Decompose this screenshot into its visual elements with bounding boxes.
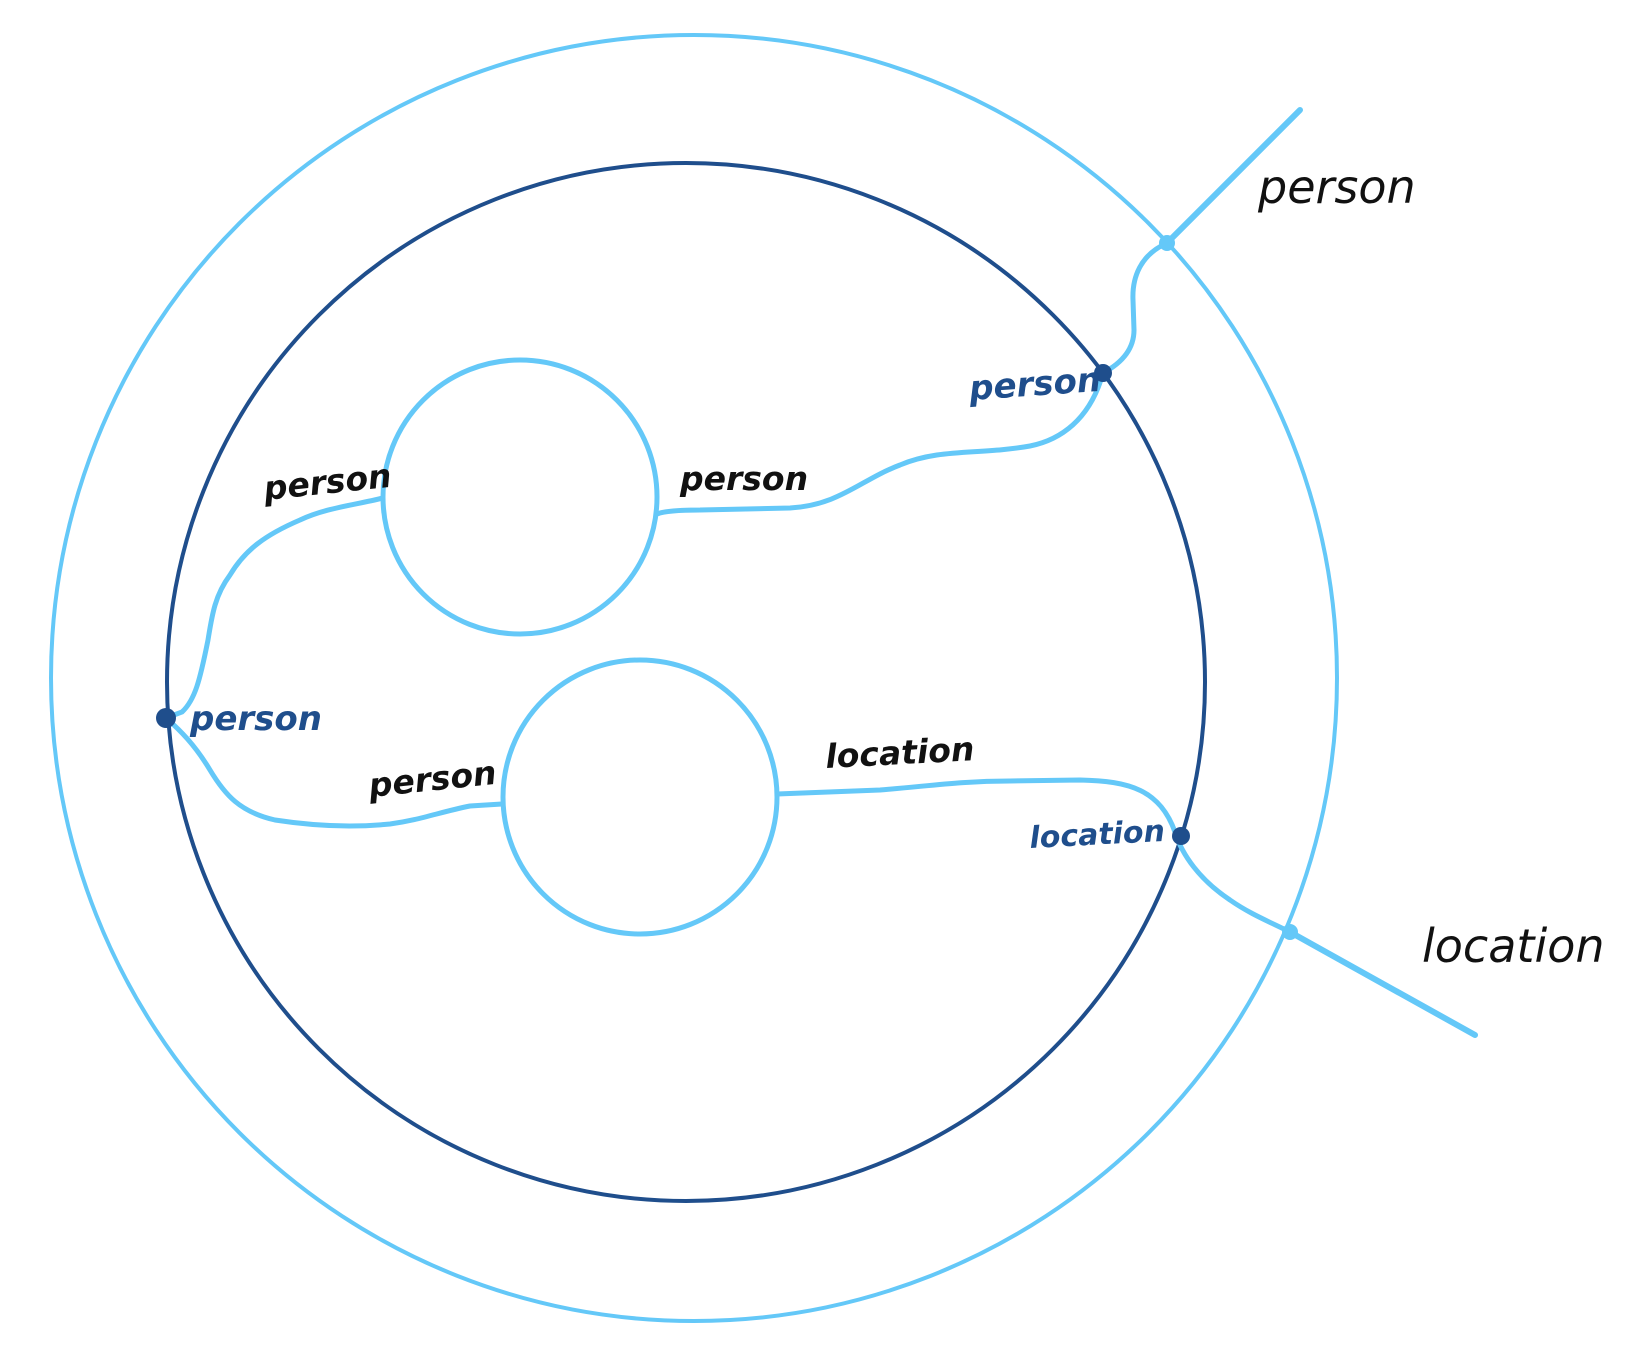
lower-node-right-location-label: location <box>824 729 975 776</box>
inner-person-port-dot[interactable] <box>1094 364 1112 382</box>
wire-outer-person-to-inner-person[interactable] <box>1100 240 1170 376</box>
wire-left-person-to-lower-node[interactable] <box>163 715 505 829</box>
inner-location-right-label: location <box>1029 814 1166 856</box>
upper-node-circle[interactable] <box>380 357 660 637</box>
upper-node-right-person-label: person <box>679 459 808 498</box>
inner-location-port-dot[interactable] <box>1172 827 1190 845</box>
outer-boundary-circle <box>49 33 1339 1323</box>
wire-inner-person-to-upper-node[interactable] <box>654 370 1106 517</box>
inner-left-person-port-dot[interactable] <box>156 708 176 728</box>
outer-location-port-dot[interactable] <box>1282 924 1298 940</box>
lower-node-circle[interactable] <box>500 657 780 937</box>
inner-boundary-circle <box>165 161 1207 1203</box>
outer-person-port-dot[interactable] <box>1159 235 1175 251</box>
inner-person-right-label: person <box>967 360 1102 409</box>
outer-person-label: person <box>1257 160 1416 214</box>
inner-person-left-label: person <box>189 699 322 739</box>
wire-upper-node-to-left-person[interactable] <box>163 495 386 721</box>
wire-lower-node-to-location[interactable] <box>774 777 1293 935</box>
lower-node-left-person-label: person <box>366 753 498 805</box>
outer-location-label: location <box>1422 919 1605 973</box>
external-location-wire[interactable] <box>1287 929 1478 1038</box>
external-person-wire[interactable] <box>1164 107 1303 246</box>
